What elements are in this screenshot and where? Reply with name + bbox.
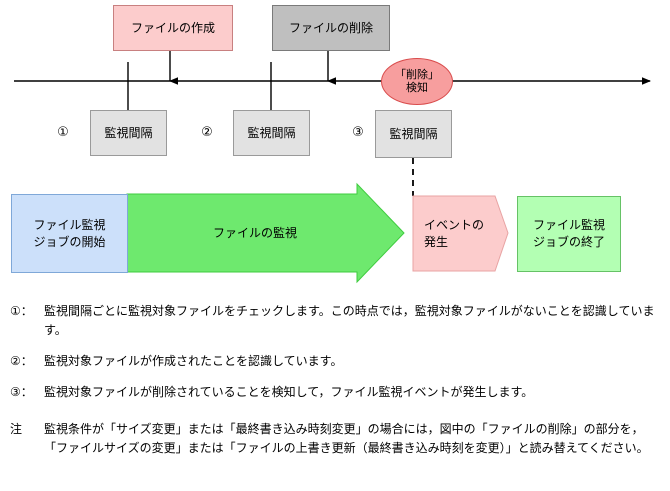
note-item-1-marker: ①： [10, 304, 33, 318]
note-item-caution-marker: 注 [10, 422, 23, 436]
event-box-file-create-label: ファイルの作成 [130, 20, 215, 35]
detection-ellipse-label: 「削除」 検知 [395, 68, 439, 94]
note-item-3-text: 監視対象ファイルが削除されていることを検知して，ファイル監視イベントが発生します… [44, 385, 534, 399]
flow-step-job-end: ファイル監視 ジョブの終了 [517, 196, 621, 272]
marker-circled-3: ③ [347, 120, 369, 142]
event-box-file-delete-label: ファイルの削除 [288, 20, 373, 35]
flow-step-job-start: ファイル監視 ジョブの開始 [11, 194, 128, 273]
marker-circled-1-label: ① [57, 123, 69, 139]
flow-step-event-label: イベントの 発生 [424, 218, 485, 249]
detection-ellipse: 「削除」 検知 [381, 58, 453, 105]
marker-circled-1: ① [52, 120, 74, 142]
note-item-2-text: 監視対象ファイルが作成されたことを認識しています。 [44, 354, 343, 368]
interval-box-3: 監視間隔 [375, 110, 452, 158]
marker-circled-2-label: ② [201, 123, 213, 139]
interval-box-3-label: 監視間隔 [389, 126, 438, 141]
interval-box-2-label: 監視間隔 [247, 125, 296, 140]
note-item-3-marker: ③： [10, 385, 33, 399]
note-item-2: ②： 監視対象ファイルが作成されたことを認識しています。 [10, 352, 658, 371]
marker-circled-2: ② [196, 120, 218, 142]
note-item-caution: 注 監視条件が「サイズ変更」または「最終書き込み時刻変更」の場合には，図中の「フ… [10, 420, 658, 458]
flow-step-monitoring-label: ファイルの監視 [212, 226, 297, 240]
flow-step-event-label-wrap: イベントの 発生 [424, 196, 504, 272]
interval-box-1: 監視間隔 [90, 110, 167, 156]
flow-step-job-start-label: ファイル監視 ジョブの開始 [33, 217, 106, 249]
event-box-file-create: ファイルの作成 [113, 5, 233, 51]
interval-box-1-label: 監視間隔 [104, 125, 153, 140]
marker-circled-3-label: ③ [352, 123, 364, 139]
note-item-1: ①： 監視間隔ごとに監視対象ファイルをチェックします。この時点では，監視対象ファ… [10, 302, 658, 340]
interval-box-2: 監視間隔 [233, 110, 310, 156]
event-occurrence-shape [412, 195, 509, 272]
monitoring-arrow-shape [126, 182, 405, 284]
note-item-1-text: 監視間隔ごとに監視対象ファイルをチェックします。この時点では，監視対象ファイルが… [44, 304, 655, 337]
flow-step-job-end-label: ファイル監視 ジョブの終了 [532, 218, 605, 249]
note-item-2-marker: ②： [10, 354, 33, 368]
note-item-caution-text: 監視条件が「サイズ変更」または「最終書き込み時刻変更」の場合には，図中の「ファイ… [44, 422, 649, 455]
event-box-file-delete: ファイルの削除 [272, 5, 390, 51]
flow-step-monitoring-label-wrap: ファイルの監視 [135, 194, 375, 273]
note-item-3: ③： 監視対象ファイルが削除されていることを検知して，ファイル監視イベントが発生… [10, 383, 658, 402]
